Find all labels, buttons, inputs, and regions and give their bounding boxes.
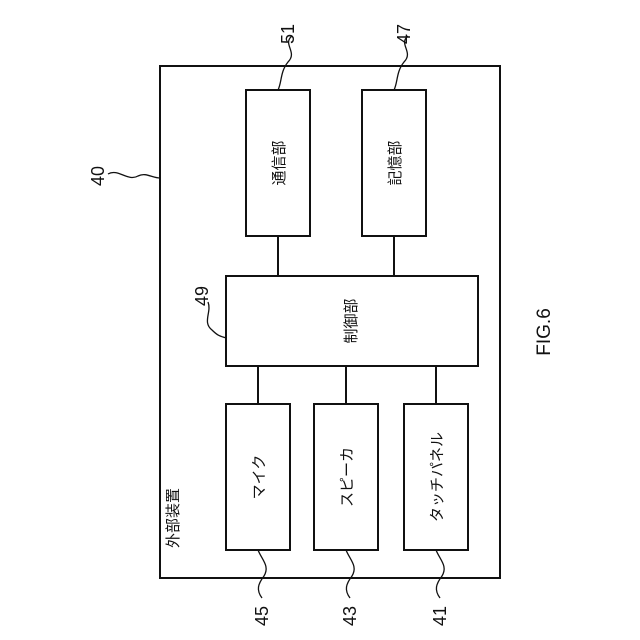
storage-unit-label: 記憶部 bbox=[386, 140, 404, 185]
comm-unit-label: 通信部 bbox=[270, 140, 288, 185]
speaker-label: スピーカ bbox=[338, 447, 356, 507]
ref-43: 43 bbox=[340, 606, 360, 626]
ref-47: 47 bbox=[394, 24, 414, 44]
ref-45-leader bbox=[258, 550, 266, 598]
control-unit-label: 制御部 bbox=[342, 298, 360, 343]
ref-43-leader bbox=[346, 550, 354, 598]
mic-label: マイク bbox=[250, 455, 268, 500]
external-device-title: 外部装置 bbox=[164, 488, 182, 548]
touch-panel-label: タッチパネル bbox=[428, 432, 446, 522]
ref-51: 51 bbox=[278, 24, 298, 44]
ref-40: 40 bbox=[88, 166, 108, 186]
ref-40-leader bbox=[108, 172, 160, 178]
figure-label: FIG.6 bbox=[534, 308, 555, 356]
ref-49-leader bbox=[207, 302, 226, 338]
ref-49: 49 bbox=[192, 286, 212, 306]
ref-45: 45 bbox=[252, 606, 272, 626]
ref-41: 41 bbox=[430, 606, 450, 626]
ref-41-leader bbox=[436, 550, 444, 598]
